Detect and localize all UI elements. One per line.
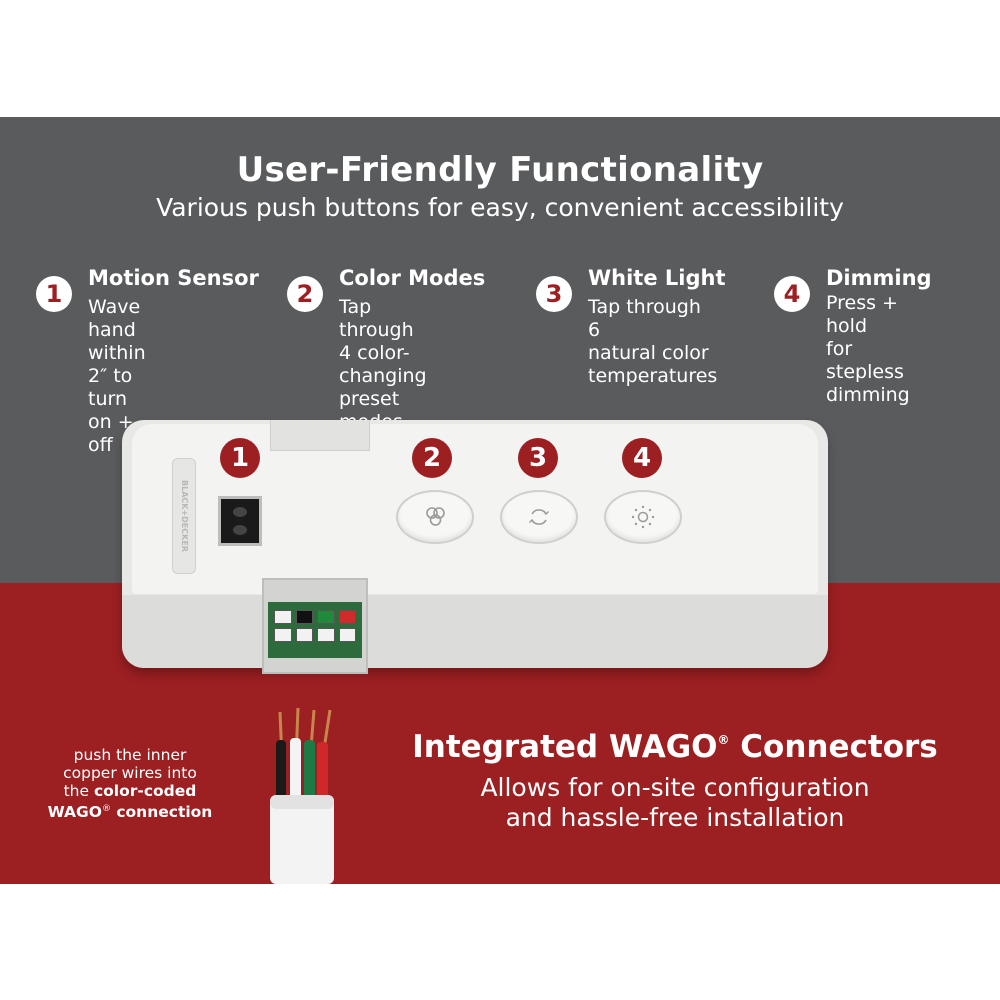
callout-badge-1: 1 xyxy=(220,438,260,478)
color-circles-icon xyxy=(426,507,445,526)
feature-title: White Light xyxy=(588,266,726,290)
feature-title: Color Modes xyxy=(339,266,486,290)
page-title: User-Friendly Functionality xyxy=(236,150,764,190)
note-line: WAGO® connection xyxy=(47,803,213,822)
dimming-button[interactable] xyxy=(604,490,682,544)
callout-badge-4: 4 xyxy=(622,438,662,478)
feature-number-badge: 3 xyxy=(536,276,572,312)
feature-number-badge: 4 xyxy=(774,276,810,312)
feature-description: Wave hand within 2″ to turn on + off xyxy=(88,296,146,456)
color-modes-button[interactable] xyxy=(396,490,474,544)
wire-instruction-note: push the inner copper wires into the col… xyxy=(20,746,240,821)
device-bottom-ridge xyxy=(122,595,828,668)
note-line: the color-coded xyxy=(63,782,197,800)
feature-description: Tap through 4 color-changing preset mode… xyxy=(339,296,427,433)
feature-number-badge: 2 xyxy=(287,276,323,312)
wago-section-description: Allows for on-site configuration and has… xyxy=(480,773,870,832)
page-subtitle: Various push buttons for easy, convenien… xyxy=(156,193,844,222)
note-line: copper wires into xyxy=(63,764,197,782)
callout-badge-2: 2 xyxy=(412,438,452,478)
feature-description: Tap through 6 natural color temperatures xyxy=(588,296,718,387)
callout-badge-3: 3 xyxy=(518,438,558,478)
wire-cable-illustration xyxy=(270,707,334,884)
white-light-button[interactable] xyxy=(500,490,578,544)
feature-number-badge: 1 xyxy=(36,276,72,312)
control-box-device: BLACK+DECKER 1 2 3 4 xyxy=(122,420,828,682)
cycle-arrows-icon xyxy=(529,509,549,525)
brightness-dots-icon xyxy=(631,505,655,529)
wago-section-title: Integrated WAGO® Connectors xyxy=(412,729,938,765)
device-tab-slot xyxy=(270,420,370,451)
feature-title: Motion Sensor xyxy=(88,266,259,290)
feature-description: Press + hold for stepless dimming xyxy=(826,292,910,406)
wago-connector-block xyxy=(262,578,368,674)
brand-emboss: BLACK+DECKER xyxy=(172,458,196,574)
motion-sensor-window xyxy=(218,496,262,546)
note-line: push the inner xyxy=(73,746,187,764)
feature-title: Dimming xyxy=(826,266,932,290)
